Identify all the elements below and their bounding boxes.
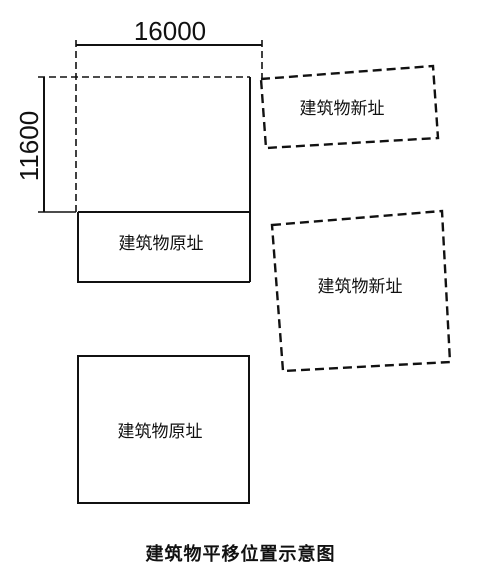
- new-site-lower-outline: [270, 209, 452, 373]
- height-dimension: 11600: [14, 76, 250, 213]
- new-site-lower-label: 建筑物新址: [318, 277, 403, 297]
- new-site-upper-label: 建筑物新址: [300, 99, 385, 119]
- original-site-upper: 建筑物原址: [77, 77, 251, 283]
- original-site-upper-bottom-edge: [77, 212, 250, 283]
- width-dimension: 16000: [75, 16, 263, 215]
- original-site-upper-label: 建筑物原址: [119, 234, 204, 254]
- original-site-lower: 建筑物原址: [77, 355, 250, 504]
- width-dimension-label: 16000: [134, 16, 206, 46]
- diagram-caption: 建筑物平移位置示意图: [145, 544, 336, 565]
- height-dimension-label: 11600: [14, 111, 44, 181]
- new-site-upper-outline: [259, 64, 440, 150]
- original-site-lower-outline: [77, 355, 250, 504]
- original-site-lower-label: 建筑物原址: [118, 422, 203, 442]
- new-site-lower: 建筑物新址: [270, 209, 452, 373]
- new-site-upper: 建筑物新址: [259, 64, 440, 150]
